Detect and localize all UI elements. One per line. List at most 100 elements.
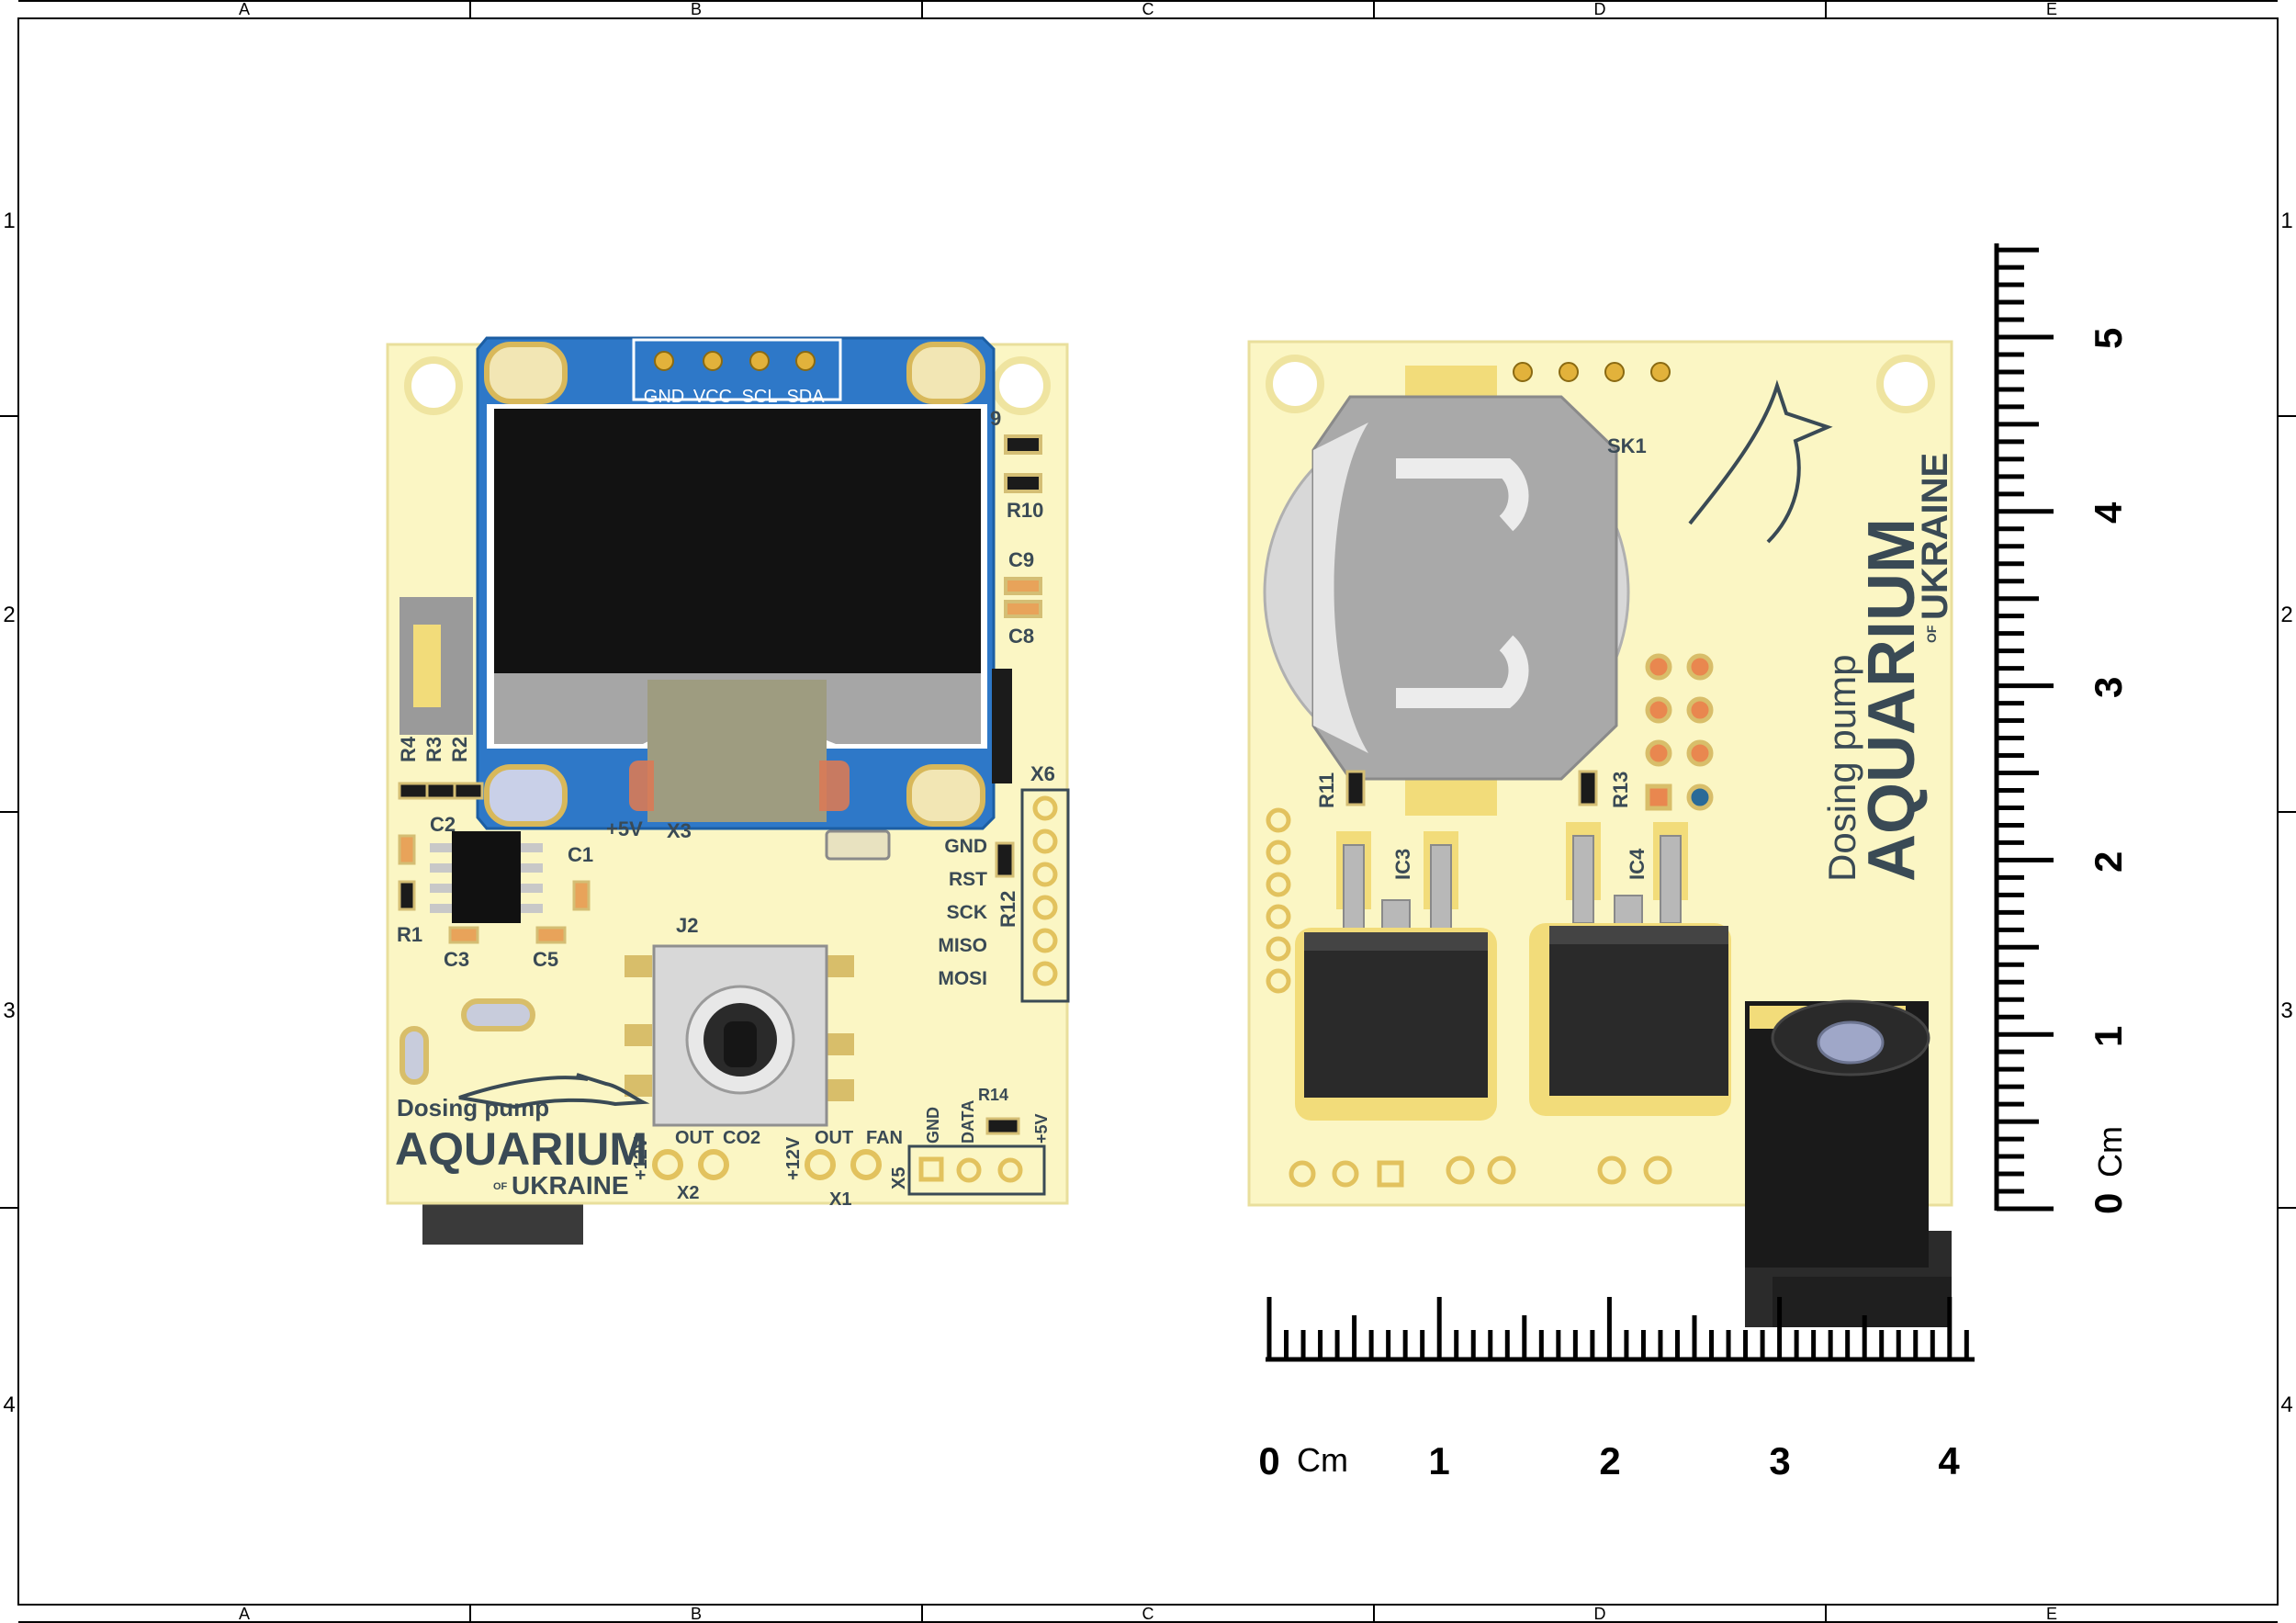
resistor-r4 bbox=[398, 782, 429, 800]
encoder-pin bbox=[827, 1079, 854, 1101]
oled-pin-label: VCC bbox=[693, 387, 732, 407]
front-board: GND VCC SCL SDA 2 9 R10 C9 C8 bbox=[386, 336, 1070, 1245]
conn-label: DATA bbox=[959, 1100, 977, 1144]
isp-pin-label: GND bbox=[944, 836, 987, 857]
oled-screen bbox=[494, 409, 981, 673]
x5-header-outline bbox=[907, 1144, 1046, 1196]
via bbox=[1686, 696, 1714, 724]
pad bbox=[1487, 1155, 1516, 1185]
hruler-label: 3 bbox=[1769, 1439, 1790, 1482]
col-label-bottom: B bbox=[691, 1605, 702, 1623]
capacitor-c9 bbox=[1004, 577, 1042, 595]
refdes-x3: X3 bbox=[667, 819, 692, 842]
ic3-lead bbox=[1343, 844, 1365, 933]
back-board: SK1 R11 R13 IC3 IC4 bbox=[1247, 340, 1955, 1327]
resistor-r3 bbox=[425, 782, 456, 800]
pad-x1 bbox=[805, 1149, 836, 1180]
ic4-lead bbox=[1572, 835, 1594, 924]
hruler-label: 0 bbox=[1258, 1439, 1279, 1482]
oval-pad bbox=[461, 998, 535, 1031]
x5-pad bbox=[918, 1156, 944, 1182]
refdes-c3: C3 bbox=[444, 948, 469, 971]
oled-flex-cable-body bbox=[654, 753, 819, 819]
pad bbox=[1446, 1155, 1475, 1185]
horizontal-ruler-ticks bbox=[1266, 1297, 1969, 1359]
back-left-pads bbox=[1266, 807, 1291, 994]
oled-pin bbox=[795, 351, 816, 371]
via bbox=[1645, 783, 1672, 811]
dc-jack bbox=[1745, 999, 1952, 1327]
isp-header-pads bbox=[1032, 795, 1058, 986]
oled-pin-label: SCL bbox=[742, 387, 778, 407]
refdes-r4: R4 bbox=[397, 736, 420, 762]
refdes-sk1: SK1 bbox=[1607, 434, 1647, 457]
isp-pad bbox=[1032, 828, 1058, 854]
col-label-bottom: C bbox=[1142, 1605, 1154, 1623]
mounting-hole bbox=[1266, 355, 1324, 413]
pad bbox=[1597, 1155, 1626, 1185]
pad-x1 bbox=[850, 1149, 882, 1180]
x5-pad bbox=[956, 1157, 982, 1183]
refdes-c2: C2 bbox=[430, 813, 456, 836]
refdes-x1: X1 bbox=[829, 1189, 851, 1210]
via bbox=[1686, 739, 1714, 767]
vruler-unit: Cm bbox=[2091, 1126, 2129, 1178]
refdes-r13: R13 bbox=[1609, 772, 1632, 808]
isp-pin-label: SCK bbox=[947, 902, 987, 923]
conn-label: GND bbox=[924, 1107, 942, 1144]
resistor-r13 bbox=[1578, 770, 1598, 806]
ic4-body bbox=[1549, 926, 1728, 1096]
smd-parts-right bbox=[1004, 434, 1042, 618]
col-label-top: E bbox=[2046, 0, 2057, 18]
back-top-pins bbox=[1513, 362, 1671, 382]
vruler-label: 3 bbox=[2087, 677, 2130, 698]
back-vias bbox=[1645, 653, 1714, 811]
ic4-lead bbox=[1660, 835, 1682, 924]
encoder-knob bbox=[724, 1021, 757, 1067]
shark-icon bbox=[1688, 379, 1833, 544]
resistor-r9 bbox=[1004, 434, 1042, 455]
row-label-right: 4 bbox=[2280, 1392, 2292, 1417]
bottom-connector-pads bbox=[652, 1149, 882, 1180]
ic3-top bbox=[1304, 932, 1488, 951]
oled-mount-hole bbox=[484, 342, 568, 404]
refdes-x6: X6 bbox=[1030, 762, 1055, 785]
refdes-c8: C8 bbox=[1008, 625, 1034, 648]
logo-line1: Dosing pump bbox=[397, 1094, 549, 1121]
refdes-x2: X2 bbox=[677, 1183, 699, 1203]
logo-line3: UKRAINE bbox=[512, 1171, 629, 1200]
isp-pin-label: MOSI bbox=[938, 968, 987, 989]
logo-line2: AQUARIUM bbox=[395, 1123, 647, 1175]
logo-line2: AQUARIUM bbox=[1855, 518, 1929, 882]
refdes-j2: J2 bbox=[676, 914, 698, 937]
hruler-label: 4 bbox=[1938, 1439, 1960, 1482]
logo-line1: Dosing pump bbox=[1820, 655, 1863, 882]
col-label-top: D bbox=[1594, 0, 1606, 18]
shark-icon bbox=[458, 1073, 650, 1110]
hruler-unit: Cm bbox=[1297, 1441, 1348, 1479]
hruler-label: 2 bbox=[1599, 1439, 1620, 1482]
refdes-r1: R1 bbox=[397, 923, 422, 946]
vertical-ruler-ticks bbox=[1997, 247, 2054, 1212]
ic4-top bbox=[1549, 926, 1728, 944]
encoder-pin bbox=[625, 1024, 652, 1046]
transistor-ic4 bbox=[1529, 822, 1731, 1116]
vruler-label: 4 bbox=[2087, 502, 2130, 524]
refdes-r9: 9 bbox=[990, 407, 1001, 430]
encoder-pin bbox=[625, 955, 652, 977]
capacitor-c5 bbox=[535, 926, 567, 944]
encoder-pin bbox=[827, 1033, 854, 1055]
plus5v-label: +5V bbox=[606, 817, 643, 840]
back-pin bbox=[1559, 362, 1579, 382]
refdes-r11: R11 bbox=[1315, 772, 1338, 808]
resistor-r11 bbox=[1345, 770, 1366, 806]
pad bbox=[1266, 840, 1291, 865]
dc-jack-base-face bbox=[1773, 1277, 1952, 1327]
col-label-bottom: D bbox=[1594, 1605, 1606, 1623]
x5-pad bbox=[997, 1157, 1023, 1183]
col-label-top: C bbox=[1142, 0, 1154, 18]
isp-header-outline bbox=[1020, 788, 1070, 1003]
back-bottom-pads bbox=[1289, 1155, 1672, 1188]
mounting-hole bbox=[992, 356, 1051, 415]
mounting-hole bbox=[404, 356, 463, 415]
